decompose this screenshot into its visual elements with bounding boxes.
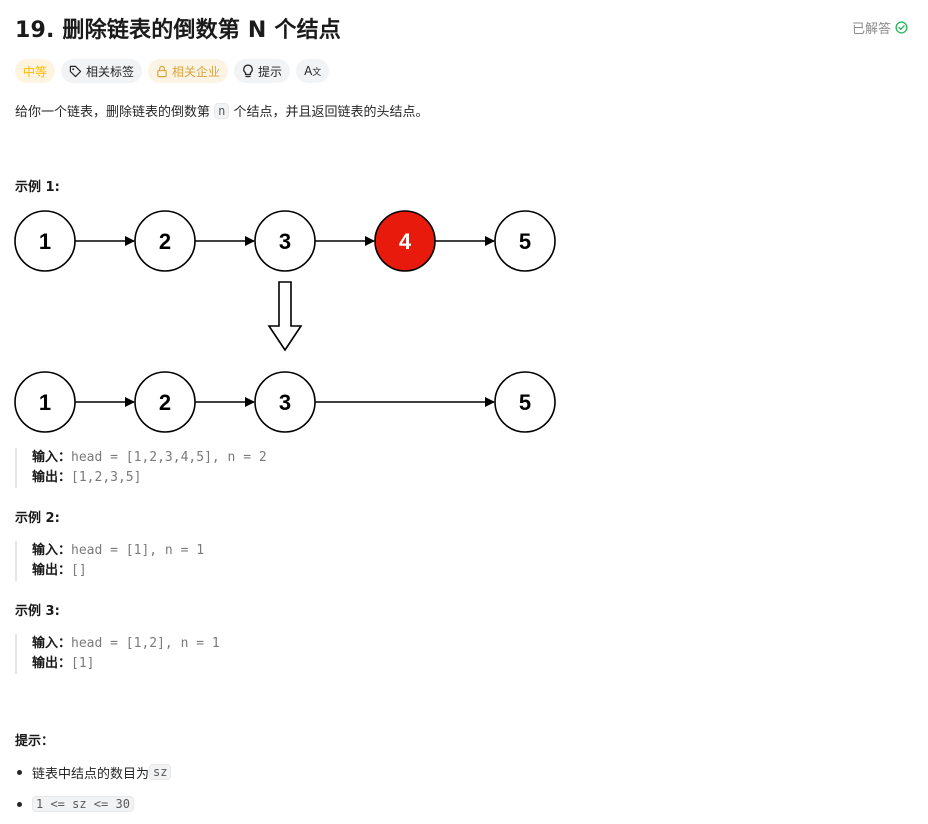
example-1-block: 输入： head = [1,2,3,4,5], n = 2 输出： [1,2,3… <box>15 448 267 488</box>
example-2-output-label: 输出： <box>32 563 72 578</box>
node-value: 5 <box>519 229 531 254</box>
solved-label: 已解答 <box>851 22 891 37</box>
list-node: 2 <box>134 371 196 433</box>
example-1-input-value: head = [1,2,3,4,5], n = 2 <box>71 450 267 465</box>
example-1-label: 示例 1: <box>15 180 60 195</box>
example-2-input-value: head = [1], n = 1 <box>71 543 205 558</box>
solved-status: 已解答 <box>852 18 908 37</box>
list-node: 1 <box>14 371 76 433</box>
list-node: 1 <box>14 210 76 272</box>
node-value: 1 <box>39 390 51 415</box>
translate-button[interactable]: A 文 <box>296 59 330 83</box>
node-value: 2 <box>159 229 171 254</box>
diagram-row-before: 1 2 3 4 5 <box>14 210 556 272</box>
related-companies-label: 相关企业 <box>172 64 221 79</box>
example-3-label: 示例 3: <box>15 604 60 619</box>
hint-label: 提示 <box>258 64 283 79</box>
example-2-output-value: [] <box>71 563 87 578</box>
node-value: 1 <box>39 229 51 254</box>
node-circle <box>374 210 436 272</box>
constraint-item: 链表中结点的数目为 sz <box>15 760 172 784</box>
node-circle <box>14 371 76 433</box>
node-value: 2 <box>159 390 171 415</box>
constraint-item: 1 <= sz <= 30 <box>15 792 171 816</box>
constraint-text: 链表中结点的数目为 <box>32 766 150 782</box>
bullet <box>17 801 22 807</box>
constraint-code: 1 <= sz <= 30 <box>32 796 134 812</box>
removed-node: 4 <box>374 210 436 272</box>
node-value: 3 <box>279 390 291 415</box>
bullet <box>17 769 22 775</box>
difficulty-label: 中等 <box>23 64 48 79</box>
node-value: 5 <box>519 390 531 415</box>
example-3-input-label: 输入： <box>32 636 72 651</box>
constraints-label: 提示： <box>15 734 55 749</box>
problem-description: 给你一个链表，删除链表的倒数第 n 个结点，并且返回链表的头结点。 <box>15 101 429 120</box>
linked-list-diagram: 1 2 3 4 5 1 2 3 5 <box>14 210 556 433</box>
related-tags-label: 相关标签 <box>86 64 135 79</box>
tag-bar: 中等 相关标签 相关企业 提示 A 文 <box>15 59 330 83</box>
example-3-output-label: 输出： <box>32 656 72 671</box>
related-tags-button[interactable]: 相关标签 <box>61 59 143 83</box>
node-circle <box>14 210 76 272</box>
list-node: 5 <box>494 371 556 433</box>
node-circle <box>494 371 556 433</box>
list-node: 3 <box>254 210 316 272</box>
related-companies-button[interactable]: 相关企业 <box>148 59 229 83</box>
list-node: 2 <box>134 210 196 272</box>
diagram-row-after: 1 2 3 5 <box>14 371 556 433</box>
node-circle <box>254 210 316 272</box>
description-text-after: 个结点，并且返回链表的头结点。 <box>229 105 429 120</box>
node-circle <box>494 210 556 272</box>
lock-icon <box>157 65 167 77</box>
example-3-block: 输入： head = [1,2], n = 1 输出： [1] <box>15 634 220 674</box>
difficulty-badge: 中等 <box>15 59 56 83</box>
example-2-label: 示例 2: <box>15 511 60 526</box>
example-3-output-value: [1] <box>71 656 95 671</box>
example-2-block: 输入： head = [1], n = 1 输出： [] <box>15 541 204 581</box>
example-1-input-label: 输入： <box>32 450 72 465</box>
check-circle-icon <box>895 21 908 34</box>
example-1-output-value: [1,2,3,5] <box>71 470 142 485</box>
list-node: 3 <box>254 371 316 433</box>
node-value: 4 <box>399 229 412 254</box>
node-circle <box>254 371 316 433</box>
example-3-input-value: head = [1,2], n = 1 <box>71 636 220 651</box>
lightbulb-icon <box>243 64 253 78</box>
tag-icon <box>69 65 82 77</box>
page-title: 19. 删除链表的倒数第 N 个结点 <box>15 18 341 43</box>
description-text-before: 给你一个链表，删除链表的倒数第 <box>15 105 215 120</box>
description-code-n: n <box>214 102 230 119</box>
list-node: 5 <box>494 210 556 272</box>
example-2-input-label: 输入： <box>32 543 72 558</box>
hint-button[interactable]: 提示 <box>234 59 291 83</box>
constraints-list: 链表中结点的数目为 sz 1 <= sz <= 30 <box>15 760 172 824</box>
constraint-code: sz <box>149 764 172 780</box>
translate-label: A <box>304 64 313 78</box>
translate-icon: A 文 <box>304 64 322 78</box>
example-1-output-label: 输出： <box>32 470 72 485</box>
node-circle <box>134 371 196 433</box>
down-arrow-icon <box>267 281 303 352</box>
node-circle <box>134 210 196 272</box>
node-value: 3 <box>279 229 291 254</box>
